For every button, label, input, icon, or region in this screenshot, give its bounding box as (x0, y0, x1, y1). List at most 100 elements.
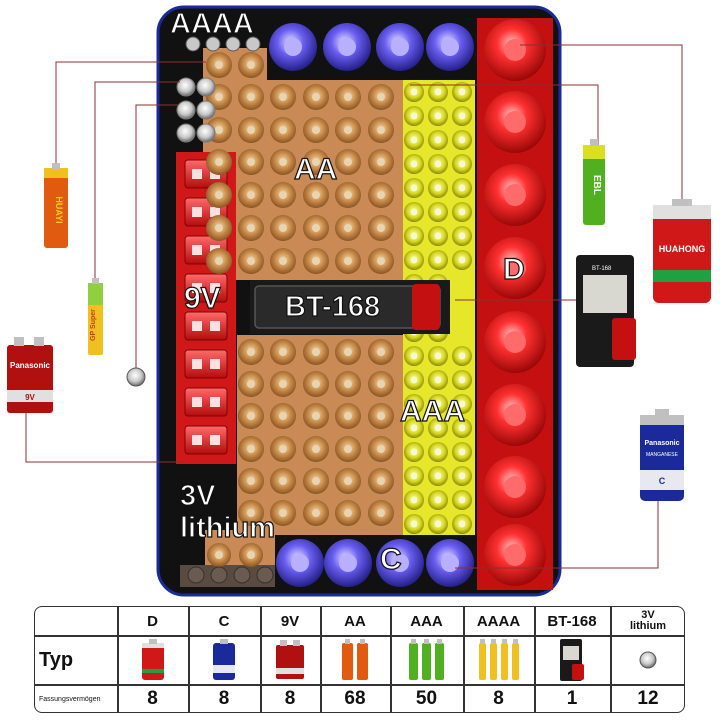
aa-cell-lower (233, 566, 251, 584)
cell-terminal (247, 158, 255, 166)
capacity-9v: 8 (284, 688, 296, 709)
cell-terminal (377, 380, 385, 388)
cell-terminal (410, 496, 418, 504)
cell-terminal (279, 509, 287, 517)
cell-terminal (458, 376, 466, 384)
nine-v-terminal (192, 169, 202, 179)
nine-v-cell (184, 387, 228, 417)
row-label-type: Typ (39, 648, 74, 671)
cell-terminal (441, 554, 459, 572)
cell-terminal (377, 158, 385, 166)
cell-terminal (410, 160, 418, 168)
cell-terminal (247, 191, 255, 199)
ebl-aaa-battery-icon: EBL (583, 139, 605, 225)
cell-terminal (458, 472, 466, 480)
cell-terminal (247, 348, 255, 356)
cell-terminal (312, 224, 320, 232)
huahong-d-battery-icon: HUAHONG (653, 199, 711, 303)
cell-terminal (344, 509, 352, 517)
9v-battery-icon (260, 637, 320, 683)
cell-terminal (247, 257, 255, 265)
aaaa-battery-icon (463, 637, 534, 683)
capacity-table: Typ Fassungsvermögen D C 9V AA AAA AAAA … (34, 606, 685, 713)
cell-terminal (441, 38, 459, 56)
cell-terminal (434, 184, 442, 192)
c-mark-text: C (659, 476, 666, 486)
cell-terminal (312, 158, 320, 166)
nine-v-cell (184, 311, 228, 341)
cell-terminal (434, 400, 442, 408)
cell-terminal (312, 348, 320, 356)
cell-terminal (344, 477, 352, 485)
cell-terminal (410, 448, 418, 456)
huayi-aa-battery-icon: HUAYI (44, 163, 68, 248)
cell-terminal (339, 554, 357, 572)
cell-terminal (458, 496, 466, 504)
col-header-3v: 3V (641, 609, 655, 621)
cell-terminal (434, 472, 442, 480)
battery-tester-icon (534, 637, 610, 683)
coin-cell (196, 100, 216, 120)
col-header-aa: AA (344, 612, 366, 630)
cell-terminal (410, 376, 418, 384)
cell-terminal (279, 191, 287, 199)
cell-terminal (434, 112, 442, 120)
cell-terminal (344, 126, 352, 134)
cell-terminal (410, 400, 418, 408)
nine-v-terminal (192, 435, 202, 445)
cell-terminal (410, 112, 418, 120)
cell-terminal (279, 158, 287, 166)
cell-terminal (504, 257, 526, 279)
capacity-aaaa: 8 (493, 688, 504, 709)
gp-brand-text: GP Super (90, 309, 97, 341)
cell-terminal (312, 191, 320, 199)
cell-terminal (504, 331, 526, 353)
aa-cell-lower (187, 566, 205, 584)
cell-terminal (377, 445, 385, 453)
cell-terminal (312, 509, 320, 517)
cell-terminal (284, 38, 302, 56)
cell-terminal (215, 93, 223, 101)
cell-terminal (279, 257, 287, 265)
cell-terminal (377, 509, 385, 517)
coin-cell-icon (610, 637, 686, 683)
coin-cell (176, 123, 196, 143)
aa-cell-lower (256, 566, 274, 584)
cell-terminal (344, 412, 352, 420)
cell-terminal (215, 61, 223, 69)
coin-cell (176, 77, 196, 97)
cell-terminal (458, 424, 466, 432)
aaaa-cell (185, 36, 201, 52)
cell-terminal (215, 158, 223, 166)
cell-terminal (377, 257, 385, 265)
bt168-tester-product-icon: BT-168 (576, 255, 636, 367)
col-header-lithium: lithium (629, 620, 667, 632)
cell-terminal (410, 184, 418, 192)
cell-terminal (215, 257, 223, 265)
cell-terminal (458, 88, 466, 96)
nine-v-terminal (210, 397, 220, 407)
cell-terminal (377, 191, 385, 199)
nine-v-terminal (192, 207, 202, 217)
nine-v-cell (184, 425, 228, 455)
cell-terminal (434, 520, 442, 528)
cell-terminal (247, 477, 255, 485)
cell-terminal (215, 191, 223, 199)
cell-terminal (279, 380, 287, 388)
cell-terminal (391, 38, 409, 56)
ebl-brand-text: EBL (591, 175, 602, 195)
cell-terminal (312, 380, 320, 388)
cell-terminal (377, 477, 385, 485)
cell-terminal (377, 412, 385, 420)
coin-cell (196, 123, 216, 143)
cell-terminal (434, 448, 442, 456)
cell-terminal (458, 208, 466, 216)
cell-terminal (410, 424, 418, 432)
cell-terminal (247, 93, 255, 101)
cell-terminal (458, 448, 466, 456)
cell-terminal (344, 191, 352, 199)
cell-terminal (458, 352, 466, 360)
capacity-d: 8 (147, 688, 158, 709)
huahong-brand-text: HUAHONG (659, 244, 706, 254)
cell-terminal (279, 477, 287, 485)
